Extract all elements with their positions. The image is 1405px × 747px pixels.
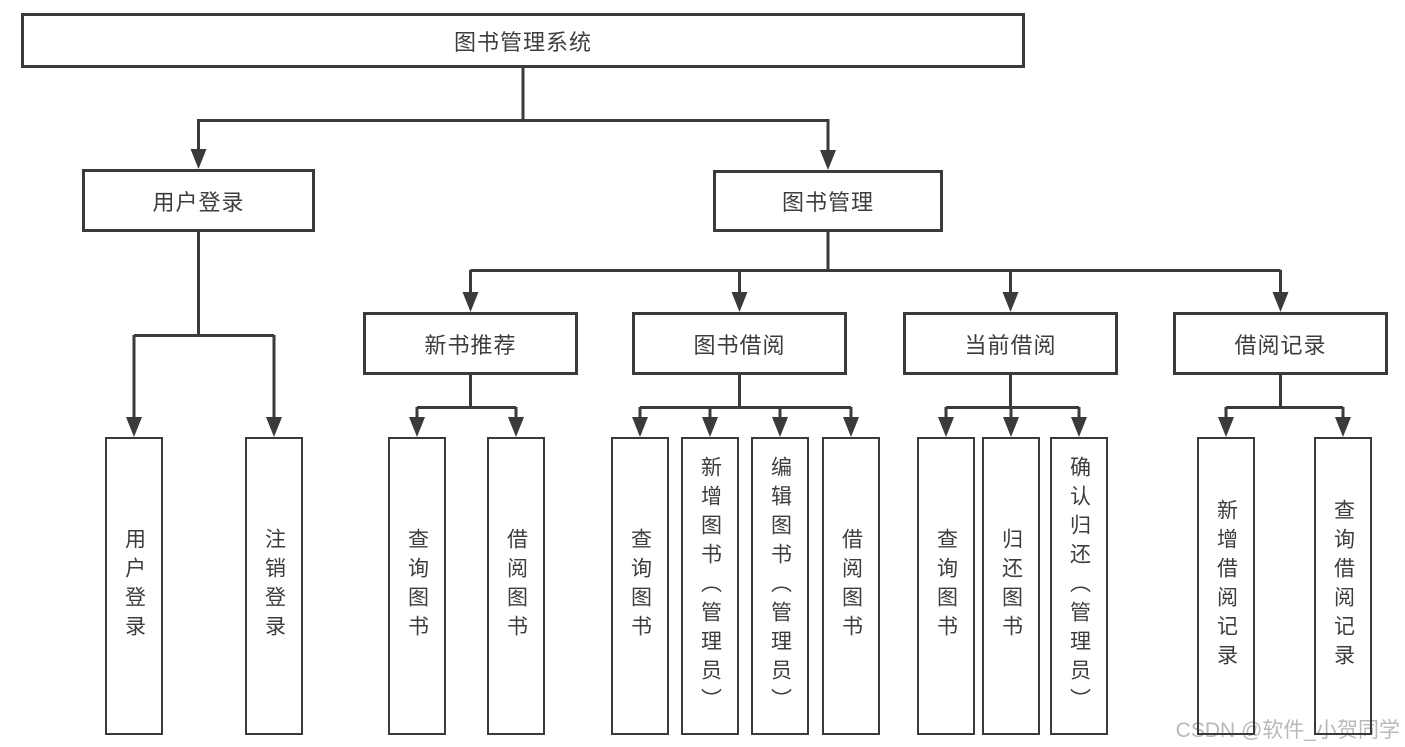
node-book-management: 图书管理	[713, 170, 943, 232]
node-leaf-user-login: 用户登录	[105, 437, 163, 735]
node-leaf-confirm-return-admin: 确认归还（管理员）	[1050, 437, 1108, 735]
node-leaf-query-books-recommend: 查询图书	[388, 437, 446, 735]
node-leaf-query-books-borrowing: 查询图书	[611, 437, 669, 735]
node-label-borrowing-records: 借阅记录	[1234, 332, 1327, 358]
node-label-new-book-recommend: 新书推荐	[424, 332, 517, 358]
node-label-leaf-edit-books-admin: 编辑图书（管理员）	[768, 455, 792, 717]
csdn-watermark: CSDN @软件_小贺同学	[1175, 719, 1400, 742]
node-label-leaf-user-login: 用户登录	[122, 528, 146, 644]
node-label-book-management: 图书管理	[781, 190, 874, 215]
node-user-login: 用户登录	[82, 169, 315, 232]
node-label-leaf-return-books: 归还图书	[999, 528, 1023, 644]
node-label-leaf-query-borrow-record: 查询借阅记录	[1331, 499, 1355, 673]
node-label-current-borrowing: 当前借阅	[964, 332, 1057, 358]
node-leaf-add-borrow-record: 新增借阅记录	[1197, 437, 1255, 735]
node-label-leaf-query-books-borrowing: 查询图书	[628, 528, 652, 644]
node-label-leaf-logout: 注销登录	[262, 528, 286, 644]
node-label-leaf-query-books-recommend: 查询图书	[405, 528, 429, 644]
node-leaf-return-books: 归还图书	[982, 437, 1040, 735]
node-leaf-borrow-books: 借阅图书	[822, 437, 880, 735]
node-label-user-login: 用户登录	[152, 189, 245, 215]
node-leaf-query-books-current: 查询图书	[917, 437, 975, 735]
node-label-book-borrowing: 图书借阅	[693, 332, 786, 358]
node-label-leaf-add-borrow-record: 新增借阅记录	[1214, 499, 1238, 673]
node-borrowing-records: 借阅记录	[1173, 312, 1388, 375]
node-leaf-logout: 注销登录	[245, 437, 303, 735]
node-label-leaf-borrow-books: 借阅图书	[839, 528, 863, 644]
node-label-leaf-add-books-admin: 新增图书（管理员）	[698, 455, 722, 717]
node-new-book-recommend: 新书推荐	[363, 312, 578, 375]
node-current-borrowing: 当前借阅	[903, 312, 1118, 375]
node-leaf-add-books-admin: 新增图书（管理员）	[681, 437, 739, 735]
node-leaf-edit-books-admin: 编辑图书（管理员）	[751, 437, 809, 735]
node-system-root: 图书管理系统	[21, 13, 1025, 68]
node-leaf-borrow-books-recommend: 借阅图书	[487, 437, 545, 735]
node-leaf-query-borrow-record: 查询借阅记录	[1314, 437, 1372, 735]
node-label-leaf-query-books-current: 查询图书	[934, 528, 958, 644]
node-label-system-root: 图书管理系统	[453, 29, 592, 55]
node-label-leaf-confirm-return-admin: 确认归还（管理员）	[1067, 455, 1091, 717]
node-book-borrowing: 图书借阅	[632, 312, 847, 375]
node-label-leaf-borrow-books-recommend: 借阅图书	[504, 528, 528, 644]
